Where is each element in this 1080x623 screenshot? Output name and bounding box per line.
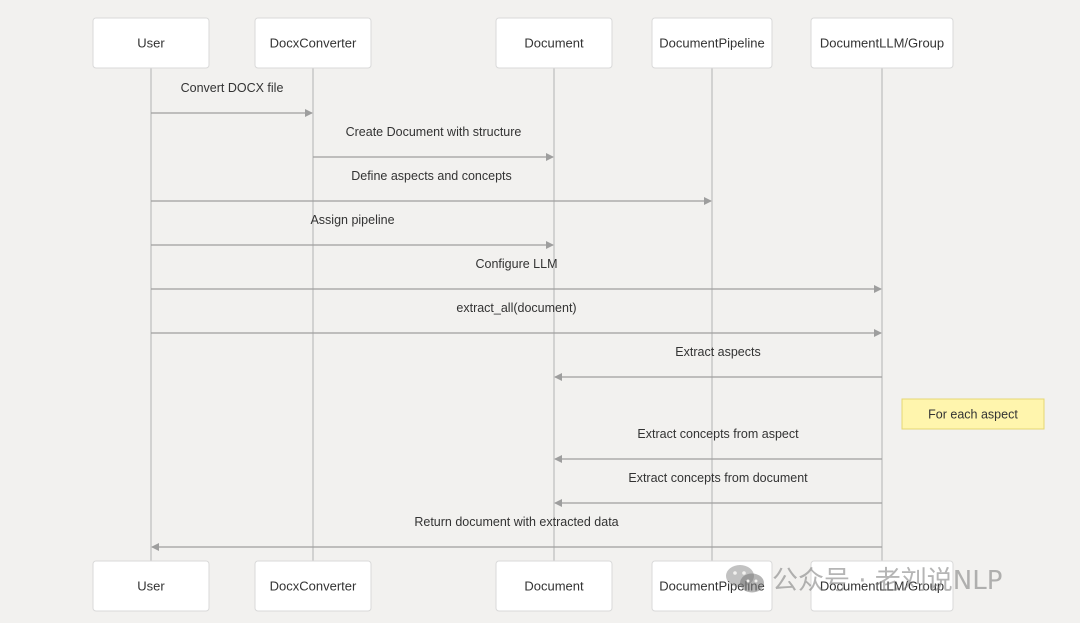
message-label-0: Convert DOCX file xyxy=(181,81,284,95)
actor-box-user-top xyxy=(92,17,210,69)
message-label-1: Create Document with structure xyxy=(346,125,522,139)
message-label-2: Define aspects and concepts xyxy=(351,169,512,183)
actor-box-llm-top xyxy=(810,17,954,69)
message-label-3: Assign pipeline xyxy=(310,213,394,227)
actor-label-document-bottom: Document xyxy=(524,579,584,594)
actor-box-document-bottom xyxy=(495,560,613,612)
actor-label-pipeline-bottom: DocumentPipeline xyxy=(659,579,765,594)
note-label: For each aspect xyxy=(928,408,1018,422)
actor-box-llm-bottom xyxy=(810,560,954,612)
actor-label-user-top: User xyxy=(137,36,165,51)
message-label-10: Return document with extracted data xyxy=(414,515,618,529)
actor-box-user-bottom xyxy=(92,560,210,612)
actor-label-pipeline-top: DocumentPipeline xyxy=(659,36,765,51)
actor-box-pipeline-top xyxy=(651,17,773,69)
actor-box-document-top xyxy=(495,17,613,69)
message-label-4: Configure LLM xyxy=(476,257,558,271)
note-box xyxy=(901,398,1045,430)
actor-label-llm-bottom: DocumentLLM/Group xyxy=(820,579,944,594)
message-label-6: Extract aspects xyxy=(675,345,760,359)
actor-box-docx-bottom xyxy=(254,560,372,612)
message-label-9: Extract concepts from document xyxy=(628,471,808,485)
actor-label-llm-top: DocumentLLM/Group xyxy=(820,36,944,51)
actor-label-document-top: Document xyxy=(524,36,584,51)
message-label-8: Extract concepts from aspect xyxy=(637,427,799,441)
message-label-5: extract_all(document) xyxy=(456,301,576,315)
actor-label-user-bottom: User xyxy=(137,579,165,594)
actor-label-docx-top: DocxConverter xyxy=(270,36,357,51)
actor-label-docx-bottom: DocxConverter xyxy=(270,579,357,594)
actor-box-docx-top xyxy=(254,17,372,69)
